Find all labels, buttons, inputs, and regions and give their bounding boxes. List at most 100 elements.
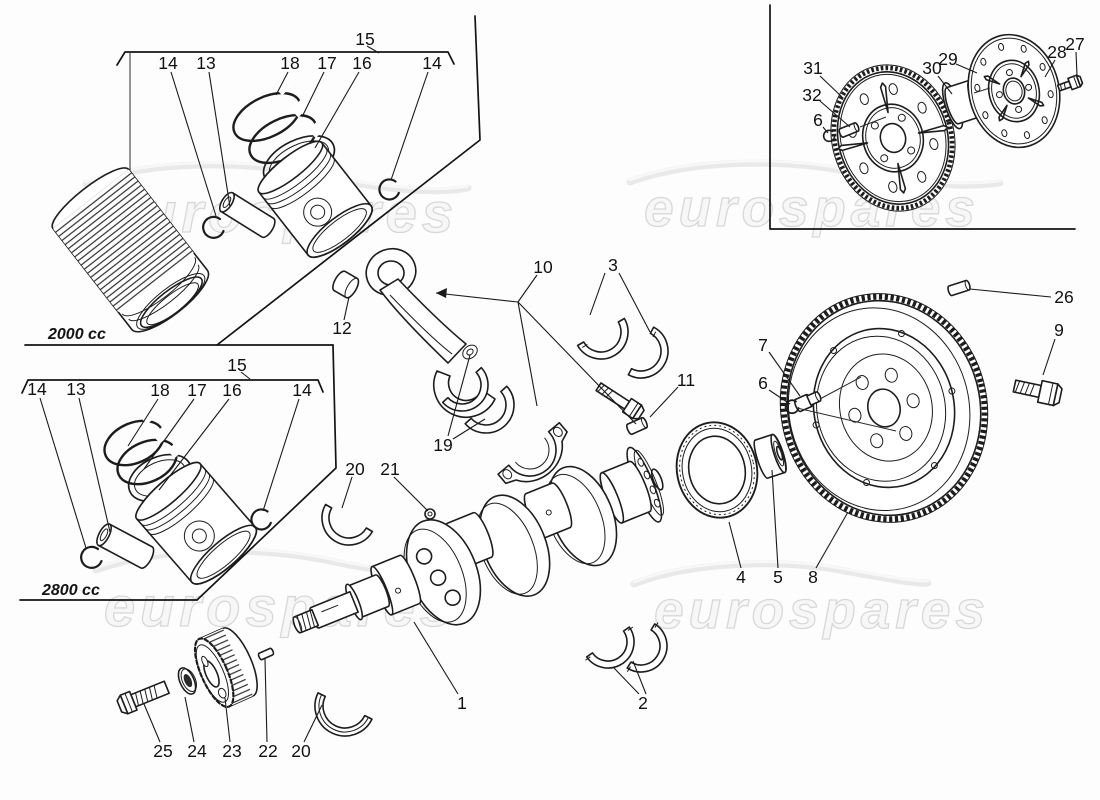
- part-number-label: 21: [380, 459, 399, 479]
- flywheel: [779, 293, 989, 523]
- part-number-label: 17: [317, 53, 336, 73]
- leader-line: [303, 704, 323, 743]
- part-number-label: 16: [352, 53, 371, 73]
- leader-line: [815, 511, 849, 569]
- part-number-label: 13: [66, 379, 85, 399]
- thrust-bearing-shell-a: [585, 626, 635, 669]
- leader-line: [390, 71, 429, 181]
- leader-line: [1044, 59, 1056, 78]
- leader-line: [262, 398, 300, 512]
- leader-line: [275, 71, 289, 96]
- part-number-label: 31: [803, 58, 822, 78]
- part-number-label: 6: [813, 110, 823, 130]
- crank-plug: [424, 508, 436, 520]
- alignment-lines: [796, 87, 991, 432]
- part-number-label: 2: [638, 693, 648, 713]
- circlip-top-left: [202, 215, 225, 239]
- part-number-label: 5: [773, 567, 783, 587]
- leader-line: [937, 75, 953, 95]
- watermark-text: eurospares: [104, 575, 456, 638]
- leader-line: [184, 696, 195, 743]
- part-number-label: 15: [227, 355, 246, 375]
- group-bracket-top: [116, 51, 455, 66]
- part-number-label: 25: [153, 741, 172, 761]
- connecting-rod: [365, 247, 496, 418]
- wrist-pin-top: [218, 191, 276, 239]
- part-number-label: 22: [258, 741, 277, 761]
- pulley-bolt: [116, 680, 170, 715]
- part-number-label: 17: [187, 380, 206, 400]
- flywheel-dowel-bush: [793, 391, 822, 413]
- part-number-label: 26: [1054, 287, 1073, 307]
- leader-line: [1075, 51, 1078, 76]
- section-frames: [19, 4, 1076, 601]
- driveplate-dowel: [838, 122, 860, 138]
- circlip-bottom-left: [80, 545, 103, 569]
- part-number-label: 30: [922, 58, 942, 78]
- cylinder-liner: [51, 167, 210, 333]
- leader-line: [78, 397, 111, 533]
- circlip-top-right: [378, 178, 400, 201]
- part-number-label: 28: [1047, 42, 1066, 62]
- part-number-label: 20: [345, 459, 365, 479]
- section-label-2800cc: 2800 cc: [41, 582, 100, 599]
- group-bracket-bottom: [21, 379, 324, 394]
- part-number-label: 14: [27, 379, 47, 399]
- small-end-bushing: [332, 270, 360, 299]
- leader-line: [127, 398, 159, 447]
- flywheel-circlip: [784, 399, 800, 415]
- leader-line: [589, 272, 606, 316]
- driveplate: [830, 64, 956, 212]
- rear-oil-seal: [675, 421, 759, 519]
- part-number-label: 15: [355, 29, 374, 49]
- inset-border: [769, 4, 1076, 230]
- small-end-bushing-second: [626, 416, 648, 436]
- rod-bearing-shell-upper: [441, 366, 489, 412]
- leader-line: [618, 272, 651, 333]
- leader-arrowhead: [436, 288, 447, 298]
- leader-line: [158, 398, 230, 491]
- leader-line: [819, 75, 843, 98]
- leader-line: [649, 386, 679, 418]
- thrust-bearing-shell-b: [626, 622, 668, 673]
- main-bearing-shell-a: [576, 317, 629, 360]
- part-number-label: 23: [222, 741, 241, 761]
- damper-bolt: [1056, 74, 1084, 92]
- leader-line: [517, 301, 637, 425]
- piston-top: [257, 140, 373, 258]
- wrist-pin-bottom: [96, 523, 155, 569]
- leader-line: [447, 354, 471, 437]
- part-number-label: 16: [222, 380, 241, 400]
- damper-plate: [967, 33, 1061, 149]
- crankshaft: [292, 446, 665, 634]
- leader-line: [143, 398, 195, 470]
- part-number-label: 19: [433, 435, 452, 455]
- circlip-bottom-right: [250, 508, 272, 531]
- leader-line: [768, 351, 801, 397]
- part-number-label: 12: [332, 318, 351, 338]
- leader-line: [208, 71, 231, 208]
- woodruff-key: [257, 647, 275, 661]
- driveplate-circlip: [822, 129, 836, 143]
- part-number-label: 7: [758, 335, 768, 355]
- leader-line: [224, 697, 231, 743]
- leader-line: [170, 71, 217, 217]
- leader-line: [393, 476, 429, 512]
- part-number-label: 8: [808, 567, 818, 587]
- section-label-2000cc: 2000 cc: [47, 326, 106, 343]
- part-number-label: 9: [1054, 320, 1064, 340]
- leader-line: [343, 296, 350, 321]
- part-number-label: 29: [938, 49, 957, 69]
- leader-line: [413, 621, 459, 695]
- piston-bottom: [135, 461, 258, 585]
- leader-line: [143, 703, 161, 743]
- main-bearing-shell-rear: [314, 692, 373, 737]
- part-number-label: 20: [291, 741, 311, 761]
- watermark-swoosh: [630, 560, 932, 588]
- leader-line: [969, 288, 1052, 298]
- part-number-label: 11: [677, 370, 695, 390]
- leader-line: [39, 397, 87, 549]
- rod-bearing-shell-lower: [464, 385, 515, 434]
